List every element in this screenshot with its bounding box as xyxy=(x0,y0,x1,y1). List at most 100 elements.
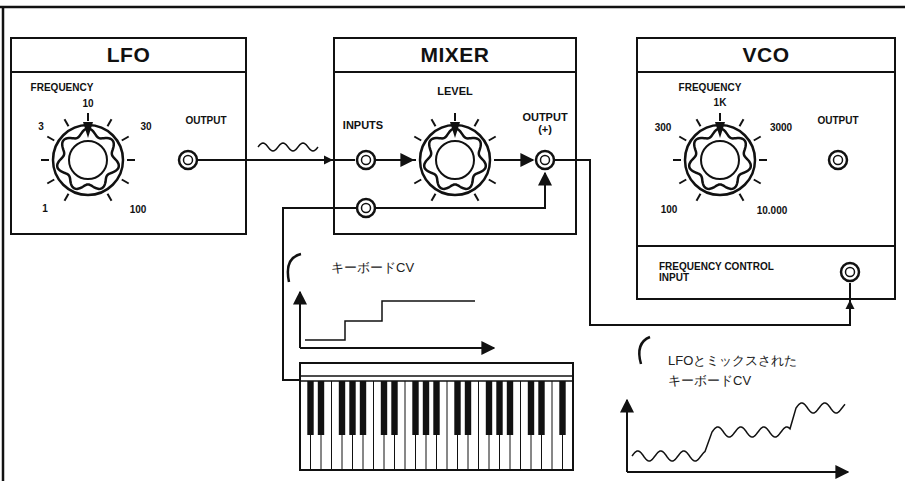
panel-label: 30 xyxy=(140,122,151,133)
knob-pointer xyxy=(83,122,93,138)
panel-label: 3 xyxy=(38,122,44,133)
module-panel: VCOFREQUENCY1K300300010010.000OUTPUTFREQ… xyxy=(636,37,896,300)
jack-socket xyxy=(841,263,859,281)
patch-cable xyxy=(849,283,851,300)
patch-cable xyxy=(247,159,333,161)
jack-hole xyxy=(541,156,550,165)
graph-axis xyxy=(300,347,494,349)
panel-label: 100 xyxy=(130,205,147,216)
black-key xyxy=(507,381,513,435)
panel-label: FREQUENCY xyxy=(679,83,742,94)
mixed-signal xyxy=(632,403,845,461)
knob-tick xyxy=(414,180,421,184)
keyboard xyxy=(300,363,573,470)
knob-face xyxy=(701,141,739,179)
module-panel: MIXER LEVEL INPUTS OUTPUT (+) xyxy=(333,37,577,235)
knob-tick xyxy=(673,159,681,161)
knob-tick xyxy=(697,194,701,201)
patch-cable xyxy=(197,159,247,161)
patch-connector xyxy=(577,160,855,325)
black-key xyxy=(349,381,355,435)
white-key xyxy=(478,381,479,470)
knob-tick xyxy=(454,113,456,121)
knob-tick xyxy=(754,180,761,184)
knob-tick xyxy=(740,119,744,126)
graph-axis xyxy=(626,400,628,472)
arrowhead xyxy=(846,300,855,309)
black-key xyxy=(528,381,534,435)
black-key xyxy=(559,381,565,435)
module-title: MIXER xyxy=(420,43,489,67)
jack-socket xyxy=(357,199,375,217)
jack-socket xyxy=(536,151,554,169)
jack-hole xyxy=(362,204,371,213)
panel-label: 10 xyxy=(82,99,93,110)
knob-tick xyxy=(408,159,416,161)
black-key xyxy=(433,381,439,435)
jack-hole xyxy=(184,156,193,165)
panel-label: OUTPUT (+) xyxy=(517,112,573,135)
knob-tick xyxy=(740,194,744,201)
knob-tick xyxy=(719,113,721,121)
knob-tick xyxy=(432,119,436,126)
knob-tick xyxy=(494,159,502,161)
black-key xyxy=(412,381,418,435)
knob-tick xyxy=(47,180,54,184)
jack-socket xyxy=(179,151,197,169)
knob-tick xyxy=(432,194,436,201)
cable-end-curve xyxy=(288,254,301,282)
knob-tick xyxy=(122,137,129,141)
black-key xyxy=(318,381,324,435)
black-key xyxy=(339,381,345,435)
white-key xyxy=(520,381,521,470)
knob-tick xyxy=(47,137,54,141)
panel-label: 100 xyxy=(661,205,678,216)
knob-tick xyxy=(754,137,761,141)
black-key xyxy=(307,381,313,435)
black-key xyxy=(391,381,397,435)
black-key xyxy=(360,381,366,435)
panel-label: INPUTS xyxy=(343,120,383,132)
knob-tick xyxy=(65,119,69,126)
patch-connector xyxy=(247,156,333,165)
patch-cable xyxy=(577,160,850,325)
knob-face xyxy=(436,141,474,179)
knob-face xyxy=(69,141,107,179)
jack-socket xyxy=(829,151,847,169)
signal-arrow xyxy=(376,159,413,161)
header-band: MIXER xyxy=(335,39,575,73)
knob-tick xyxy=(489,137,496,141)
control-input-panel: FREQUENCY CONTROL INPUT xyxy=(636,245,896,300)
knob-pointer xyxy=(715,122,725,138)
keyboard-body xyxy=(300,363,573,470)
panel-label: OUTPUT xyxy=(817,116,858,127)
cable-end-curve xyxy=(639,337,650,364)
panel-label: 3000 xyxy=(770,123,792,134)
knob-tick xyxy=(65,194,69,201)
knob-tick xyxy=(41,159,49,161)
signal-arrow xyxy=(497,159,533,161)
module-panel: LFOFREQUENCY103301100OUTPUT xyxy=(10,37,247,235)
jack-hole xyxy=(846,268,855,277)
panel-label: 300 xyxy=(655,123,672,134)
module-title: LFO xyxy=(107,43,151,67)
patch-cable xyxy=(333,159,355,161)
jack-hole xyxy=(362,156,371,165)
knob-tick xyxy=(759,159,767,161)
panel-label: LEVEL xyxy=(437,86,472,98)
black-key xyxy=(423,381,429,435)
black-key xyxy=(486,381,492,435)
signal-label: キーボードCV xyxy=(331,258,414,278)
sine-symbol xyxy=(258,143,318,151)
knob-tick xyxy=(108,119,112,126)
panel-label: OUTPUT xyxy=(185,116,226,127)
black-key xyxy=(465,381,471,435)
jack-socket xyxy=(357,151,375,169)
header-band: LFO xyxy=(12,39,245,73)
patch-cable xyxy=(554,159,577,161)
step-signal xyxy=(305,301,475,340)
black-key xyxy=(538,381,544,435)
white-key xyxy=(373,381,374,470)
knob-tick xyxy=(475,119,479,126)
